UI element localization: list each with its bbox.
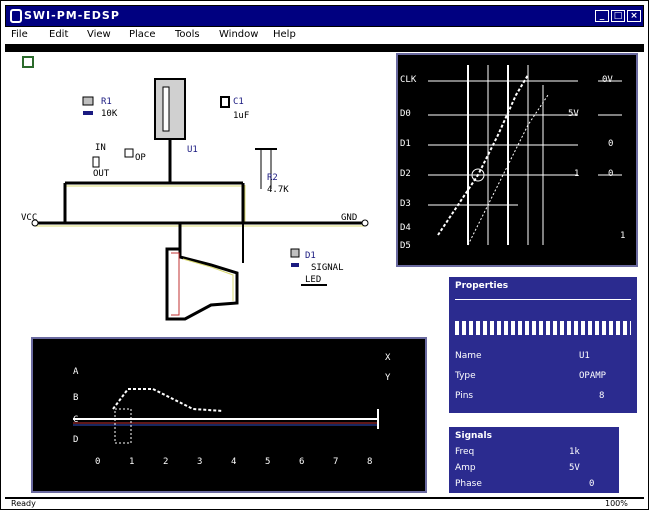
- channel-label-d4: D4: [400, 223, 411, 233]
- trace-label-c: C: [73, 415, 79, 425]
- readout-1: 5V: [568, 109, 579, 119]
- part-ref-u1[interactable]: U1: [187, 145, 198, 155]
- part-ref-d1[interactable]: D1: [305, 251, 316, 261]
- prop-label-name: Name: [455, 351, 482, 361]
- menu-window[interactable]: Window: [219, 29, 259, 40]
- time-tick-3: 3: [197, 457, 203, 467]
- minimize-button[interactable]: _: [595, 10, 609, 22]
- schematic-drawing: [22, 56, 369, 321]
- menu-tools[interactable]: Tools: [175, 29, 200, 40]
- menu-edit[interactable]: Edit: [49, 29, 69, 40]
- schematic-canvas[interactable]: R1 10K C1 1uF U1 OP R2 4.7K D1 LED VCC G…: [15, 53, 391, 331]
- menu-view[interactable]: View: [87, 29, 111, 40]
- analyzer-bottom-panel[interactable]: A B C D X Y 0 1 2 3 4 5 6 7 8: [31, 337, 427, 493]
- part-ref-r2[interactable]: R2: [267, 173, 278, 183]
- analyzer-top-traces: [428, 65, 622, 246]
- part-value-d1: LED: [305, 275, 322, 285]
- maximize-button[interactable]: □: [611, 10, 625, 22]
- analyzer-bottom-traces: [73, 388, 379, 444]
- signal-value-amp[interactable]: 5V: [569, 463, 580, 473]
- channel-label-d1: D1: [400, 139, 411, 149]
- readout-5: 1: [620, 231, 626, 241]
- toolbar: [5, 46, 644, 52]
- signal-label-phase: Phase: [455, 479, 482, 489]
- signal-label-amp: Amp: [455, 463, 476, 473]
- readout-2: 0: [608, 139, 614, 149]
- signals-header: Signals: [455, 431, 492, 441]
- analyzer-top-panel[interactable]: CLK D0 D1 D2 D3 D4 D5 0V 5V 0 1 0 1: [396, 53, 638, 267]
- trace-label-b: B: [73, 393, 79, 403]
- status-bar: Ready 100%: [5, 497, 644, 509]
- close-button[interactable]: ×: [627, 10, 641, 22]
- trace-label-a: A: [73, 367, 79, 377]
- marker-y[interactable]: Y: [385, 373, 391, 383]
- time-tick-8: 8: [367, 457, 373, 467]
- time-tick-5: 5: [265, 457, 271, 467]
- part-value-r2: 4.7K: [267, 185, 289, 195]
- part-ref-c1[interactable]: C1: [233, 97, 244, 107]
- prop-value-name[interactable]: U1: [579, 351, 590, 361]
- menu-help[interactable]: Help: [273, 29, 296, 40]
- properties-panel-lower[interactable]: Signals Freq 1k Amp 5V Phase 0: [447, 425, 621, 495]
- properties-grid: [455, 321, 631, 335]
- trace-label-d: D: [73, 435, 79, 445]
- part-value-r1: 10K: [101, 109, 118, 119]
- app-icon: [10, 9, 22, 23]
- signal-annotation: SIGNAL: [311, 263, 344, 273]
- signal-value-freq[interactable]: 1k: [569, 447, 580, 457]
- readout-3: 1: [574, 169, 580, 179]
- menu-file[interactable]: File: [11, 29, 28, 40]
- readout-4: 0: [608, 169, 614, 179]
- zoom-level: 100%: [605, 499, 628, 508]
- menu-bar: File Edit View Place Tools Window Help: [5, 28, 644, 46]
- prop-value-pins[interactable]: 8: [599, 391, 605, 401]
- prop-value-type[interactable]: OPAMP: [579, 371, 607, 381]
- prop-label-type: Type: [455, 371, 476, 381]
- channel-label-d2: D2: [400, 169, 411, 179]
- net-label-vcc: VCC: [21, 213, 38, 223]
- title-bar[interactable]: SWI-PM-EDSP _ □ ×: [5, 5, 644, 27]
- time-tick-6: 6: [299, 457, 305, 467]
- prop-label-pins: Pins: [455, 391, 474, 401]
- net-label-in: IN: [95, 143, 106, 153]
- time-tick-2: 2: [163, 457, 169, 467]
- window-title: SWI-PM-EDSP: [24, 9, 120, 22]
- net-label-gnd: GND: [341, 213, 358, 223]
- signal-label-freq: Freq: [455, 447, 475, 457]
- time-tick-0: 0: [95, 457, 101, 467]
- net-label-out: OUT: [93, 169, 110, 179]
- part-value-u1: OP: [135, 153, 146, 163]
- properties-header: Properties: [455, 281, 509, 291]
- signal-value-phase[interactable]: 0: [589, 479, 595, 489]
- time-tick-4: 4: [231, 457, 237, 467]
- menu-place[interactable]: Place: [129, 29, 156, 40]
- part-ref-r1[interactable]: R1: [101, 97, 112, 107]
- part-value-c1: 1uF: [233, 111, 250, 121]
- channel-label-clk: CLK: [400, 75, 417, 85]
- marker-x[interactable]: X: [385, 353, 391, 363]
- channel-label-d3: D3: [400, 199, 411, 209]
- channel-label-d5: D5: [400, 241, 411, 251]
- readout-0: 0V: [602, 75, 613, 85]
- properties-panel-upper[interactable]: Properties Name U1 Type OPAMP Pins 8: [447, 275, 639, 415]
- time-tick-7: 7: [333, 457, 339, 467]
- time-tick-1: 1: [129, 457, 135, 467]
- channel-label-d0: D0: [400, 109, 411, 119]
- status-text: Ready: [11, 499, 36, 508]
